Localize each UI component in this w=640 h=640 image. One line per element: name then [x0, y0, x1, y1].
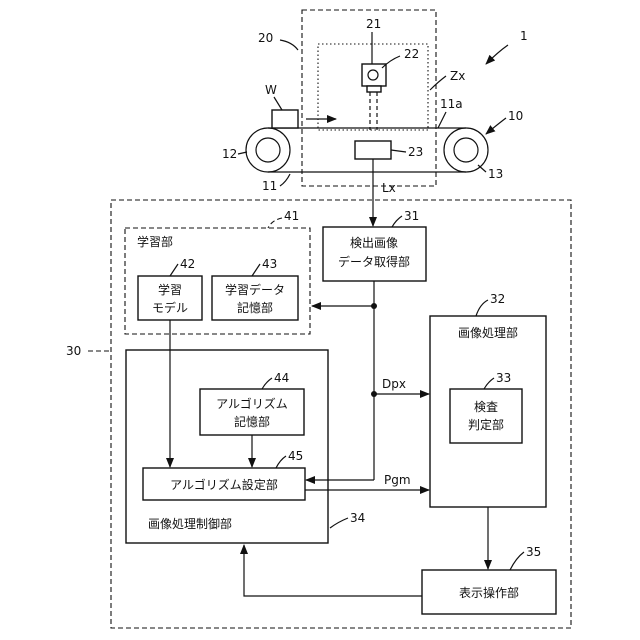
left-roller-ref: 12: [222, 147, 237, 161]
algo-store-line1: アルゴリズム: [216, 396, 288, 411]
display-block: 表示操作部 35: [422, 545, 556, 614]
learning-model-line2: モデル: [152, 300, 188, 315]
sensor-ref: 23: [408, 145, 423, 159]
right-roller-icon: [444, 128, 488, 172]
algo-setting-label: アルゴリズム設定部: [170, 477, 278, 492]
algo-store-ref: 44: [274, 371, 289, 385]
figure-number-label: 1: [520, 29, 528, 43]
acquisition-line1: 検出画像: [350, 236, 398, 250]
program-signal-label: Pgm: [384, 473, 411, 487]
belt-ref: 11: [262, 179, 277, 193]
judge-line1: 検査: [474, 400, 498, 414]
learning-model-ref: 42: [180, 257, 195, 271]
proc-control-title: 画像処理制御部: [148, 516, 232, 531]
algo-store-line2: 記憶部: [234, 414, 270, 429]
processing-title: 画像処理部: [458, 325, 518, 340]
judge-ref: 33: [496, 371, 511, 385]
learning-data-line2: 記憶部: [237, 300, 273, 315]
camera-unit-ref: 20: [258, 31, 273, 45]
line-label: Lx: [382, 181, 396, 195]
belt-surface-ref: 11a: [440, 97, 463, 111]
algo-setting-ref: 45: [288, 449, 303, 463]
workpiece: [272, 110, 298, 128]
camera-field-label: Zx: [450, 69, 465, 83]
processing-ref: 32: [490, 292, 505, 306]
learning-data-ref: 43: [262, 257, 277, 271]
left-roller-icon: [246, 128, 290, 172]
learning-ref: 41: [284, 209, 299, 223]
controller-ref: 30: [66, 344, 81, 358]
acquisition-block: 検出画像 データ取得部 31: [323, 209, 426, 281]
workpiece-label: W: [265, 83, 277, 97]
sensor-box: [355, 141, 391, 159]
proc-control-ref: 34: [350, 511, 365, 525]
processing-block: 画像処理部 32 検査 判定部 33: [430, 292, 546, 507]
camera-icon: [362, 64, 386, 130]
judge-box: [450, 389, 522, 443]
conveyor-ref: 10: [508, 109, 523, 123]
lens-ref: 22: [404, 47, 419, 61]
figure-reference: 1: [486, 29, 528, 64]
proc-control-block: 画像処理制御部 34 アルゴリズム 記憶部 44 アルゴリズム設定部 45: [126, 350, 365, 543]
acquisition-line2: データ取得部: [338, 254, 410, 269]
acquisition-ref: 31: [404, 209, 419, 223]
judge-line2: 判定部: [468, 417, 504, 432]
display-ref: 35: [526, 545, 541, 559]
learning-data-line1: 学習データ: [225, 282, 285, 297]
learning-title: 学習部: [137, 234, 173, 249]
learning-model-line1: 学習: [158, 282, 182, 297]
display-label: 表示操作部: [459, 585, 519, 600]
learning-block: 学習部 41 学習 モデル 42 学習データ 記憶部 43: [125, 209, 310, 334]
right-roller-ref: 13: [488, 167, 503, 181]
image-data-signal-label: Dpx: [382, 377, 406, 391]
camera-ref: 21: [366, 17, 381, 31]
